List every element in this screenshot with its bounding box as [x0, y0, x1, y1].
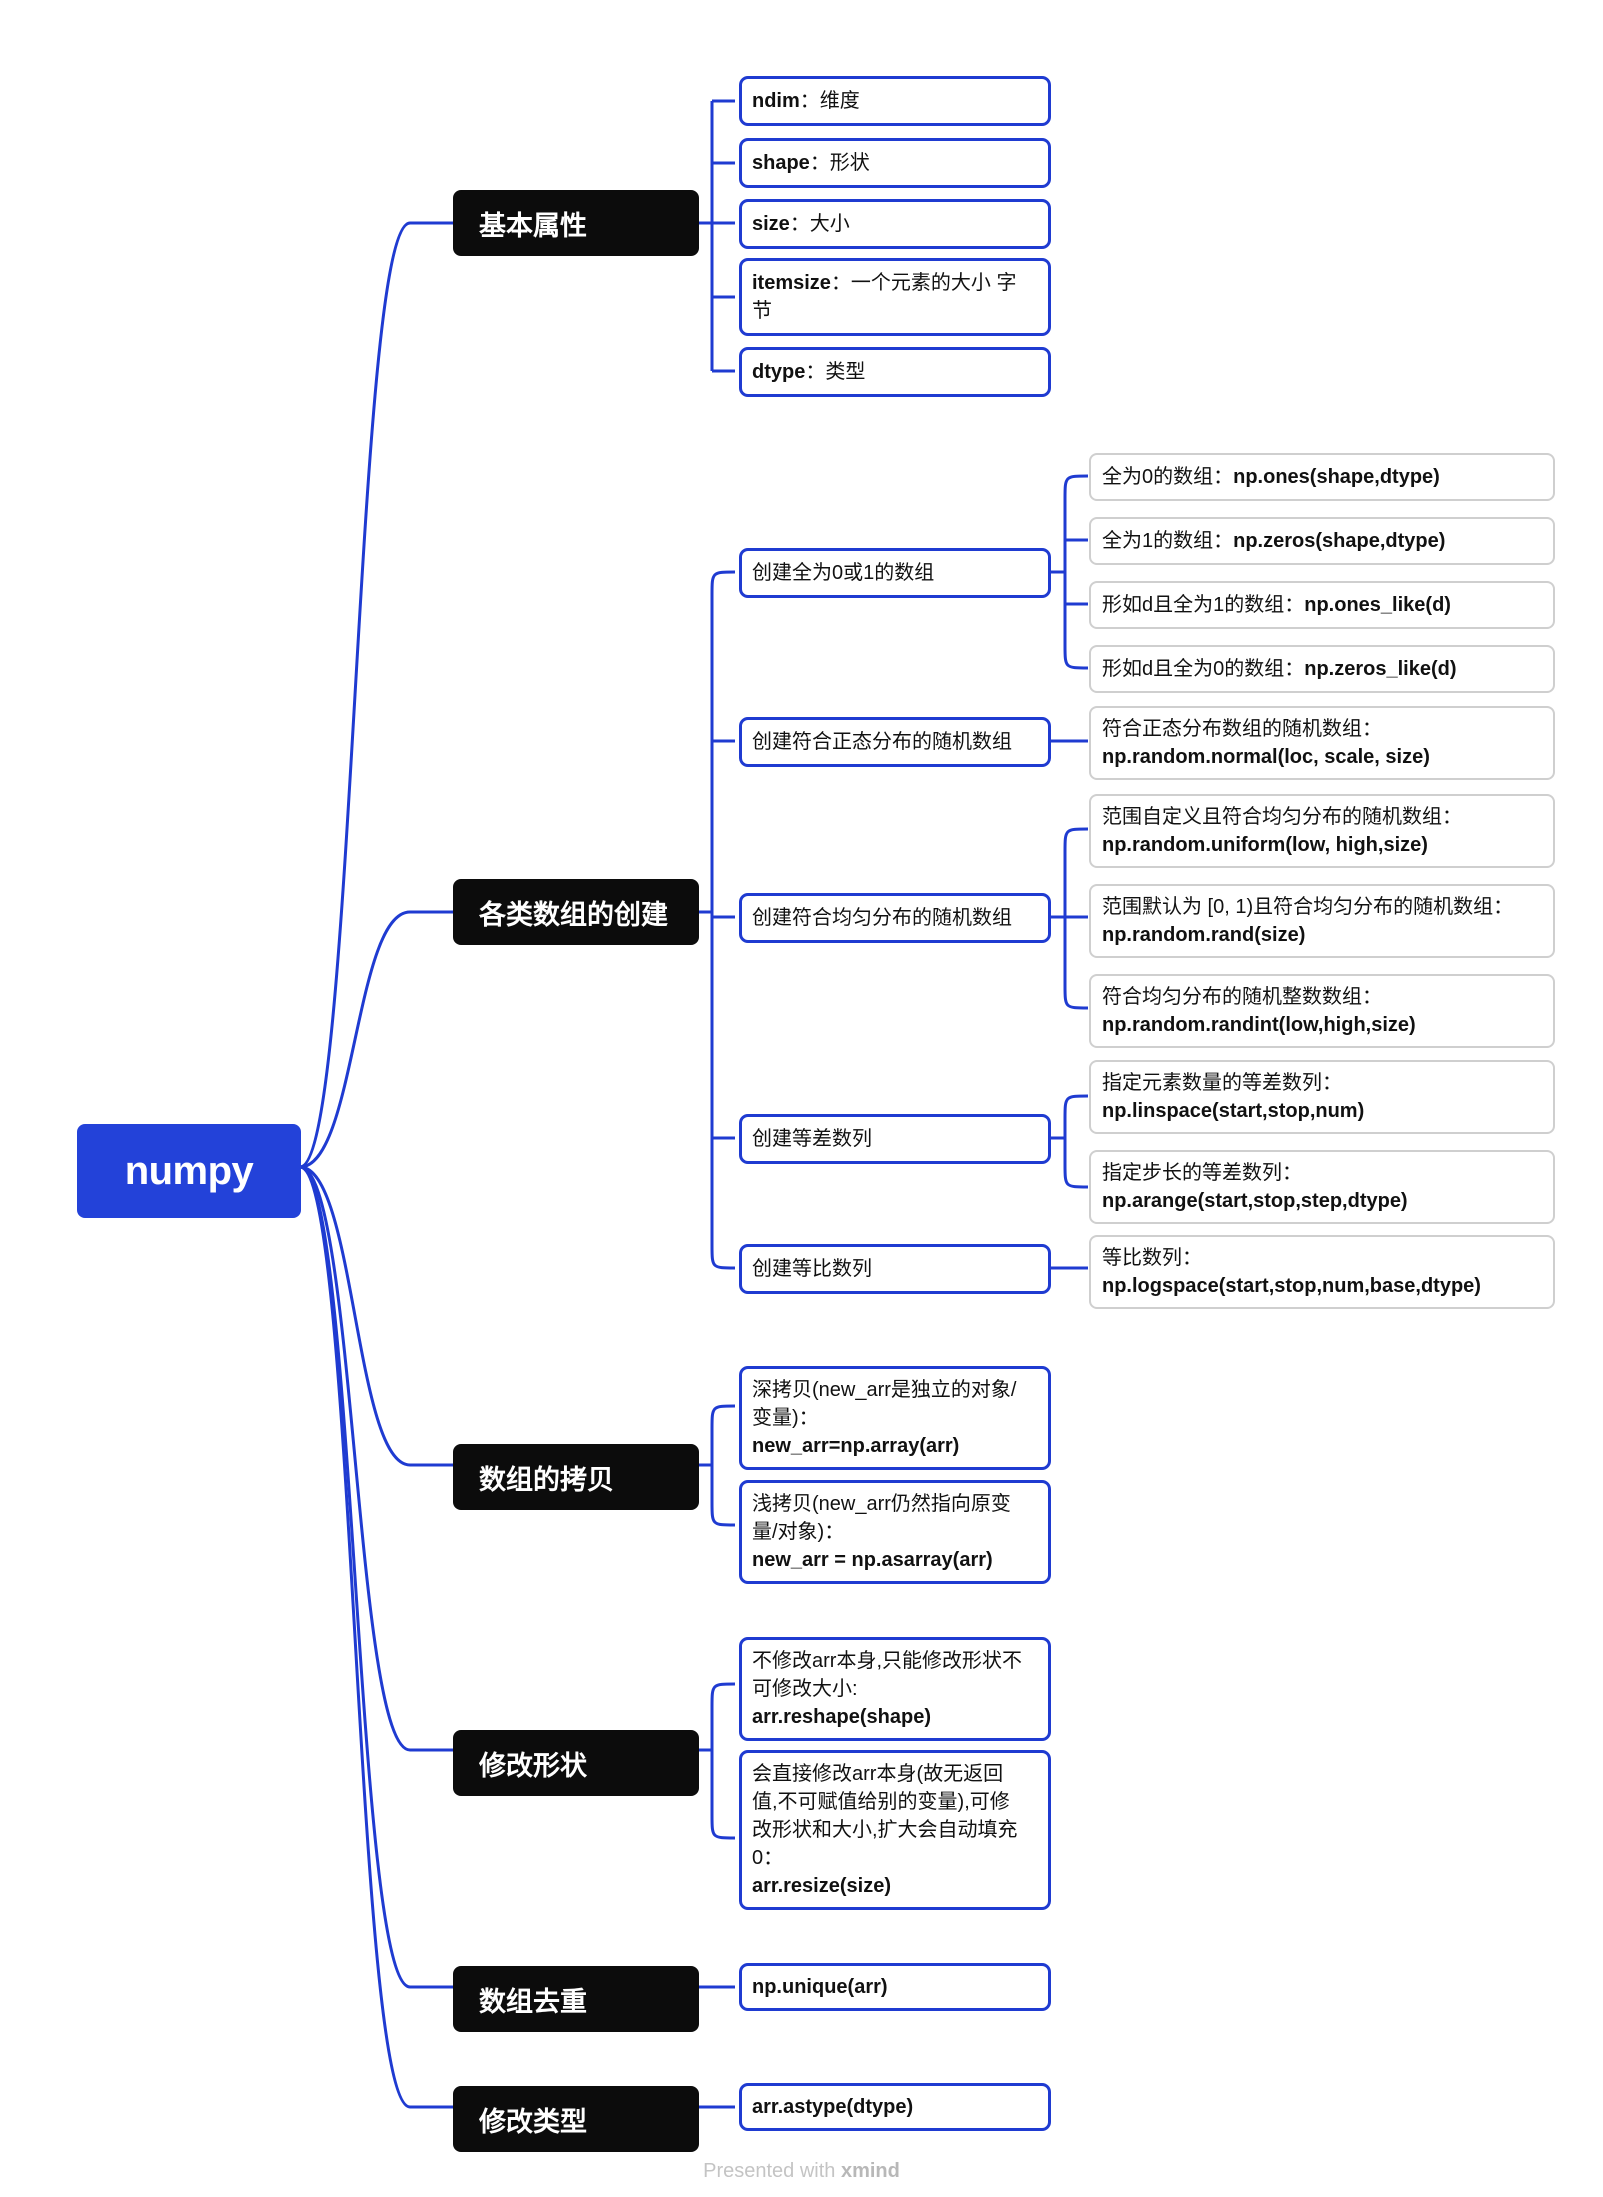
leaf-resize[interactable]: 会直接修改arr本身(故无返回 值,不可赋值给别的变量),可修 改形状和大小,扩…: [739, 1750, 1051, 1910]
leaf-text: ：大小: [789, 213, 850, 235]
leaf-text-line1: 浅拷贝(new_arr仍然指向原变: [752, 1493, 1011, 1515]
leaf-arange[interactable]: 指定步长的等差数列： np.arange(start,stop,step,dty…: [1089, 1150, 1555, 1224]
leaf-code: np.random.uniform(low, high,size): [1102, 834, 1428, 856]
leaf-np-zeros[interactable]: 全为1的数组：np.zeros(shape,dtype): [1089, 517, 1555, 565]
leaf-code: np.zeros(shape,dtype): [1233, 530, 1446, 552]
category-array-creation[interactable]: 各类数组的创建: [453, 879, 699, 945]
leaf-np-ones[interactable]: 全为0的数组：np.ones(shape,dtype): [1089, 453, 1555, 501]
leaf-code: np.arange(start,stop,step,dtype): [1102, 1190, 1408, 1212]
leaf-ndim[interactable]: ndim：维度: [739, 76, 1051, 126]
leaf-key: ndim: [752, 90, 800, 112]
leaf-random-randint[interactable]: 符合均匀分布的随机整数数组： np.random.randint(low,hig…: [1089, 974, 1555, 1048]
leaf-logspace[interactable]: 等比数列： np.logspace(start,stop,num,base,dt…: [1089, 1235, 1555, 1309]
leaf-label: 全为1的数组：: [1102, 530, 1234, 552]
leaf-code: np.zeros_like(d): [1304, 658, 1457, 680]
leaf-astype[interactable]: arr.astype(dtype): [739, 2083, 1051, 2131]
leaf-code: np.random.normal(loc, scale, size): [1102, 746, 1430, 768]
group-normal[interactable]: 创建符合正态分布的随机数组: [739, 717, 1051, 767]
leaf-label: 指定元素数量的等差数列：: [1102, 1072, 1342, 1094]
leaf-label: 符合均匀分布的随机整数数组：: [1102, 986, 1382, 1008]
leaf-label: 全为0的数组：: [1102, 466, 1234, 488]
leaf-text-line2: 可修改大小:: [752, 1678, 858, 1700]
leaf-label: 符合正态分布数组的随机数组：: [1102, 718, 1382, 740]
leaf-reshape[interactable]: 不修改arr本身,只能修改形状不 可修改大小: arr.reshape(shap…: [739, 1637, 1051, 1741]
leaf-text-line2: 节: [752, 300, 772, 322]
footer-credit: Presented with xmind: [0, 2160, 1603, 2183]
leaf-code: np.ones(shape,dtype): [1233, 466, 1440, 488]
category-astype[interactable]: 修改类型: [453, 2086, 699, 2152]
leaf-text: ：形状: [809, 152, 870, 174]
leaf-text-line4: 0：: [752, 1847, 784, 1869]
leaf-np-zeros-like[interactable]: 形如d且全为0的数组：np.zeros_like(d): [1089, 645, 1555, 693]
category-reshape[interactable]: 修改形状: [453, 1730, 699, 1796]
leaf-random-uniform[interactable]: 范围自定义且符合均匀分布的随机数组： np.random.uniform(low…: [1089, 794, 1555, 868]
leaf-linspace[interactable]: 指定元素数量的等差数列： np.linspace(start,stop,num): [1089, 1060, 1555, 1134]
leaf-text-line3: 改形状和大小,扩大会自动填充: [752, 1819, 1018, 1841]
leaf-key: shape: [752, 152, 810, 174]
leaf-np-ones-like[interactable]: 形如d且全为1的数组：np.ones_like(d): [1089, 581, 1555, 629]
leaf-deep-copy[interactable]: 深拷贝(new_arr是独立的对象/ 变量)： new_arr=np.array…: [739, 1366, 1051, 1470]
footer-prefix: Presented with: [703, 2160, 841, 2182]
category-unique[interactable]: 数组去重: [453, 1966, 699, 2032]
leaf-text: ：维度: [799, 90, 860, 112]
leaf-unique[interactable]: np.unique(arr): [739, 1963, 1051, 2011]
leaf-label: 形如d且全为0的数组：: [1102, 658, 1305, 680]
leaf-code: np.logspace(start,stop,num,base,dtype): [1102, 1275, 1481, 1297]
leaf-code: new_arr=np.array(arr): [752, 1435, 960, 1457]
leaf-key: size: [752, 213, 790, 235]
leaf-code: arr.astype(dtype): [752, 2096, 914, 2118]
leaf-key: itemsize: [752, 272, 831, 294]
leaf-size[interactable]: size：大小: [739, 199, 1051, 249]
leaf-label: 指定步长的等差数列：: [1102, 1162, 1302, 1184]
group-uniform[interactable]: 创建符合均匀分布的随机数组: [739, 893, 1051, 943]
leaf-text-line2: 变量)：: [752, 1407, 819, 1429]
leaf-code: new_arr = np.asarray(arr): [752, 1549, 993, 1571]
leaf-label: 范围自定义且符合均匀分布的随机数组：: [1102, 806, 1462, 828]
leaf-random-rand[interactable]: 范围默认为 [0, 1)且符合均匀分布的随机数组： np.random.rand…: [1089, 884, 1555, 958]
leaf-random-normal[interactable]: 符合正态分布数组的随机数组： np.random.normal(loc, sca…: [1089, 706, 1555, 780]
leaf-label: 等比数列：: [1102, 1247, 1202, 1269]
leaf-text-line1: 会直接修改arr本身(故无返回: [752, 1763, 1004, 1785]
leaf-code: arr.resize(size): [752, 1875, 891, 1897]
leaf-code: np.random.rand(size): [1102, 924, 1306, 946]
leaf-code: np.unique(arr): [752, 1976, 888, 1998]
leaf-shallow-copy[interactable]: 浅拷贝(new_arr仍然指向原变 量/对象)： new_arr = np.as…: [739, 1480, 1051, 1584]
leaf-text-line2: 值,不可赋值给别的变量),可修: [752, 1791, 1010, 1813]
leaf-shape[interactable]: shape：形状: [739, 138, 1051, 188]
leaf-text-line1: 不修改arr本身,只能修改形状不: [752, 1650, 1022, 1672]
xmind-logo: xmind: [840, 2160, 900, 2182]
leaf-code: np.random.randint(low,high,size): [1102, 1014, 1416, 1036]
root-node[interactable]: numpy: [77, 1124, 301, 1218]
leaf-code: np.linspace(start,stop,num): [1102, 1100, 1365, 1122]
category-basic-attributes[interactable]: 基本属性: [453, 190, 699, 256]
leaf-text: ：类型: [805, 361, 866, 383]
group-zeros-ones[interactable]: 创建全为0或1的数组: [739, 548, 1051, 598]
leaf-dtype[interactable]: dtype：类型: [739, 347, 1051, 397]
leaf-text-line2: 量/对象)：: [752, 1521, 845, 1543]
leaf-label: 形如d且全为1的数组：: [1102, 594, 1305, 616]
leaf-label: 范围默认为 [0, 1)且符合均匀分布的随机数组：: [1102, 896, 1514, 918]
leaf-code: np.ones_like(d): [1304, 594, 1451, 616]
group-logspace[interactable]: 创建等比数列: [739, 1244, 1051, 1294]
leaf-text-line1: 深拷贝(new_arr是独立的对象/: [752, 1379, 1017, 1401]
leaf-itemsize[interactable]: itemsize：一个元素的大小 字 节: [739, 258, 1051, 336]
leaf-code: arr.reshape(shape): [752, 1706, 931, 1728]
category-array-copy[interactable]: 数组的拷贝: [453, 1444, 699, 1510]
leaf-key: dtype: [752, 361, 806, 383]
leaf-text: ：一个元素的大小 字: [830, 272, 1017, 294]
group-linspace[interactable]: 创建等差数列: [739, 1114, 1051, 1164]
